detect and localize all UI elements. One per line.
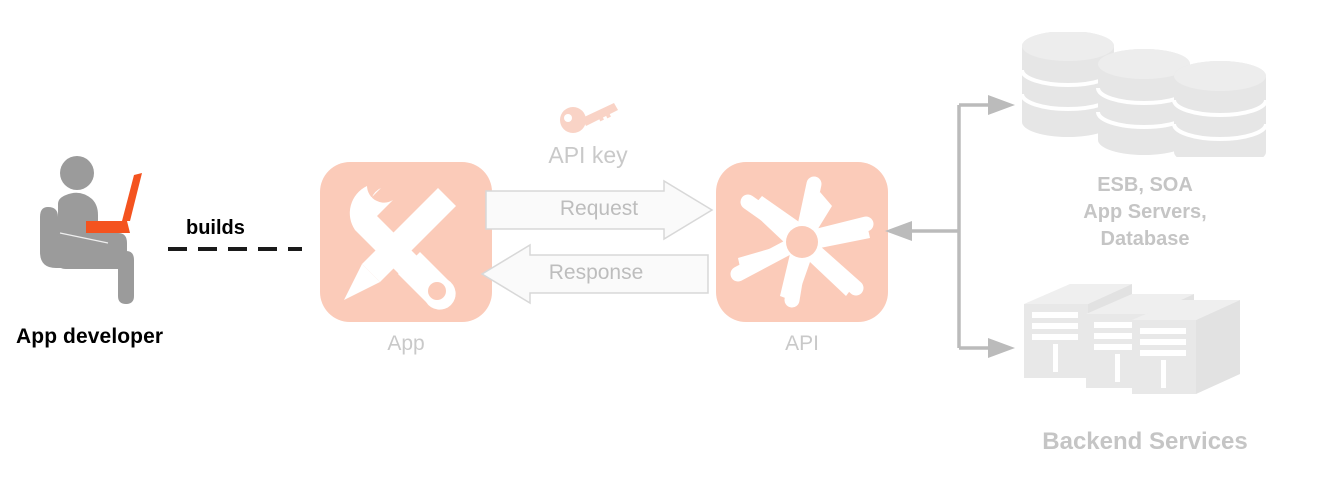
esb-label-line-2: App Servers, (1083, 201, 1207, 223)
api-node-tile[interactable] (716, 162, 888, 322)
server-rack-tower-icon (1022, 282, 1262, 400)
app-developer-label: App developer (16, 325, 164, 348)
database-cylinder-stack-icon (1020, 31, 1270, 167)
key-icon (558, 96, 622, 136)
block-arrow-left-icon (480, 243, 710, 305)
esb-soa-label: ESB, SOA App Servers, Database (1020, 172, 1270, 253)
block-arrow-right-icon (484, 179, 714, 241)
builds-relation-label: builds (186, 217, 245, 239)
api-node-caption: API (785, 332, 819, 355)
wrench-and-pencil-icon (344, 186, 456, 310)
app-node-tile[interactable] (320, 162, 492, 322)
app-node-caption: App (387, 332, 425, 355)
backend-services-label: Backend Services (1042, 428, 1248, 455)
api-key-label: API key (548, 142, 628, 168)
esb-label-line-1: ESB, SOA (1097, 174, 1193, 196)
builds-dashed-line (168, 247, 302, 251)
api-hub-star-icon (730, 176, 874, 308)
esb-label-line-3: Database (1100, 228, 1190, 250)
app-developer-icon (30, 155, 200, 305)
backend-connector-lines (880, 90, 1020, 370)
